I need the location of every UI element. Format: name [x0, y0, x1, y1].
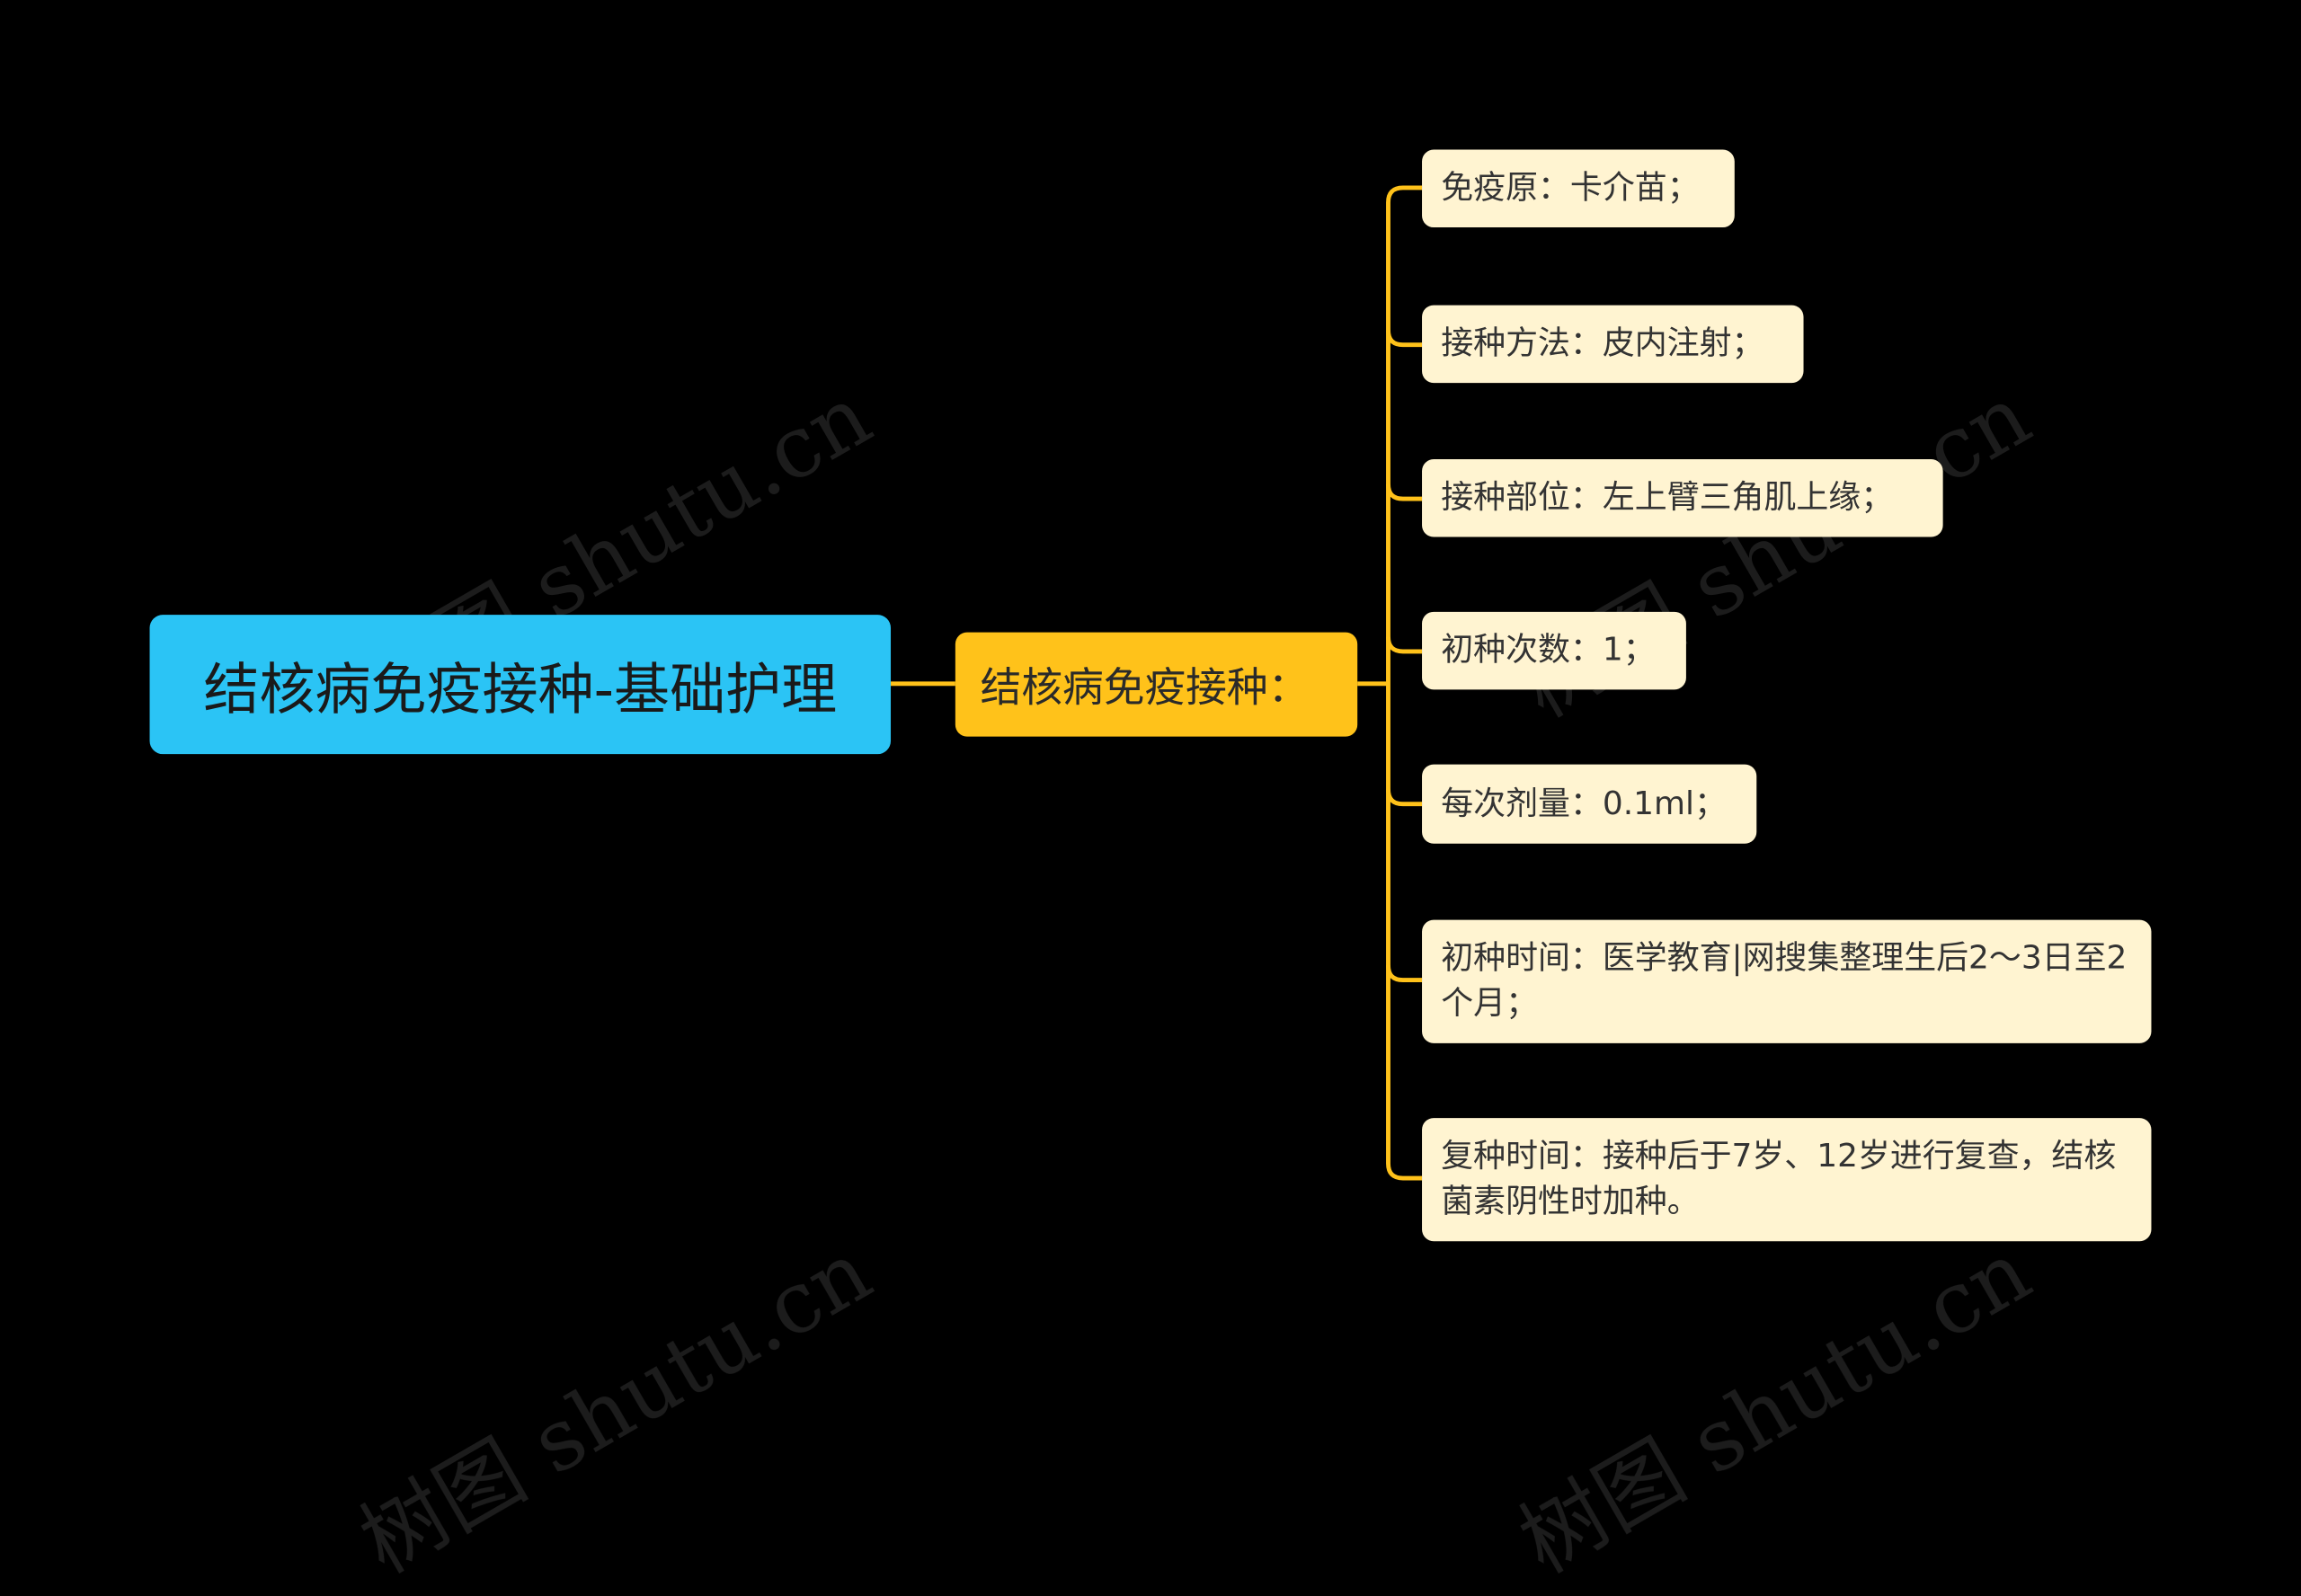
leaf-node-initial-time[interactable]: 初种时间：医学教育|网搜集整理生后2～3日至2个月； — [1422, 919, 2152, 1043]
leaf-trunk-connector — [1386, 185, 1423, 1181]
leaf-label: 初种次数：1； — [1441, 632, 1656, 669]
leaf-branch-connector — [1386, 636, 1423, 654]
connector-lines — [891, 185, 1423, 1181]
leaf-label: 免疫原：卡介苗； — [1441, 170, 1700, 208]
leaf-node-site[interactable]: 接种部位：左上臂三角肌上缘； — [1422, 459, 1943, 537]
leaf-label: 每次剂量：0.1ml； — [1441, 785, 1727, 823]
sub-topic-node[interactable]: 结核病免疫接种： — [955, 632, 1358, 737]
leaf-label: 接种部位：左上臂三角肌上缘； — [1441, 479, 1894, 517]
root-node-label: 结核病免疫接种-基础护理 — [203, 657, 838, 723]
leaf-node-revaccination-time[interactable]: 复种时间：接种后于7岁、12岁进行复查，结核菌素阴性时加种。 — [1422, 1118, 2152, 1242]
leaf-branch-connector — [1386, 483, 1423, 501]
leaf-node-immunogen[interactable]: 免疫原：卡介苗； — [1422, 149, 1735, 228]
leaf-label: 初种时间：医学教育|网搜集整理生后2～3日至2个月； — [1441, 940, 2128, 1023]
mind-map-canvas: 树图 shutu.cn 树图 shutu.cn 树图 shutu.cn 树图 s… — [149, 149, 2152, 1592]
sub-topic-label: 结核病免疫接种： — [980, 662, 1310, 712]
leaf-node-initial-doses[interactable]: 初种次数：1； — [1422, 611, 1686, 690]
root-node[interactable]: 结核病免疫接种-基础护理 — [149, 615, 892, 755]
leaf-branch-connector — [1386, 330, 1423, 348]
leaf-label: 接种方法：皮内注射； — [1441, 325, 1764, 363]
leaf-branch-connector — [1386, 965, 1423, 983]
leaf-node-method[interactable]: 接种方法：皮内注射； — [1422, 305, 1804, 384]
leaf-node-dose-amount[interactable]: 每次剂量：0.1ml； — [1422, 764, 1757, 844]
leaf-branch-connector — [1386, 789, 1423, 807]
leaf-label: 复种时间：接种后于7岁、12岁进行复查，结核菌素阴性时加种。 — [1441, 1138, 2117, 1221]
